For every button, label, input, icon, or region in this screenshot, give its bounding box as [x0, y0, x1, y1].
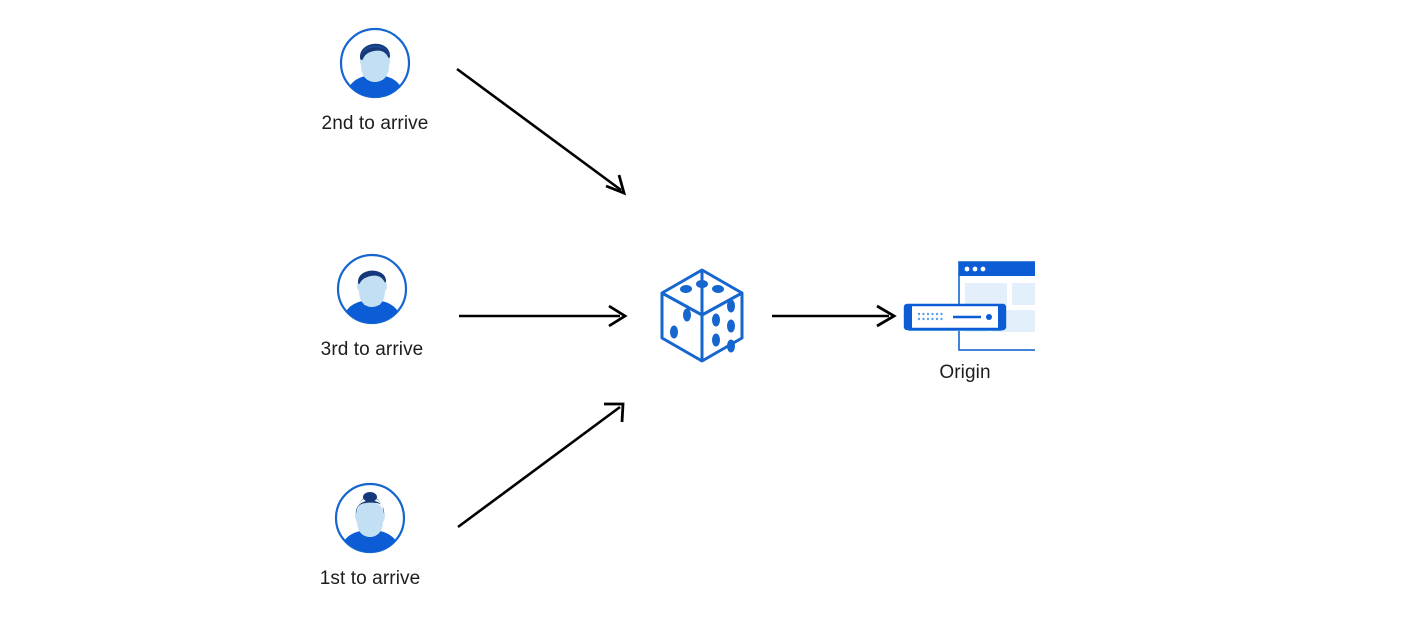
- client-node-1st[interactable]: 1st to arrive: [290, 481, 450, 592]
- user-avatar-icon: [333, 481, 407, 555]
- arrow-3rd-to-dice: [459, 304, 628, 328]
- client-label-1st: 1st to arrive: [319, 568, 421, 589]
- user-avatar-icon: [335, 252, 409, 326]
- user-avatar-icon: [338, 26, 412, 100]
- dice-icon: [650, 260, 760, 375]
- client-label-2nd: 2nd to arrive: [321, 113, 429, 134]
- client-label-3rd: 3rd to arrive: [320, 339, 424, 360]
- origin-node[interactable]: Origin: [865, 252, 1065, 386]
- origin-server-icon: [895, 252, 1058, 352]
- randomizer-node[interactable]: [650, 260, 760, 370]
- client-node-3rd[interactable]: 3rd to arrive: [292, 252, 452, 363]
- origin-label: Origin: [939, 362, 991, 383]
- server-device: [903, 303, 1007, 331]
- client-node-2nd[interactable]: 2nd to arrive: [295, 26, 455, 137]
- arrow-2nd-to-dice: [456, 67, 627, 196]
- arrow-1st-to-dice: [457, 402, 625, 529]
